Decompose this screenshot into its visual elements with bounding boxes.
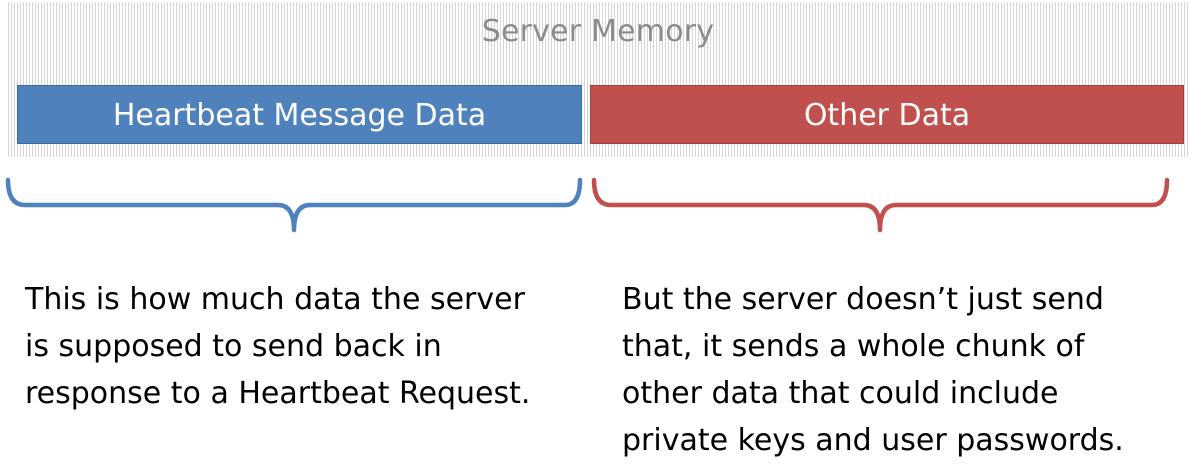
caption-line: response to a Heartbeat Request. xyxy=(25,376,531,411)
heartbeat-brace xyxy=(5,177,583,233)
server-memory-title: Server Memory xyxy=(481,14,715,49)
heartbeat-message-data-block: Heartbeat Message Data xyxy=(17,85,582,144)
caption-line: is supposed to send back in xyxy=(25,329,442,364)
caption-line: This is how much data the server xyxy=(25,282,525,317)
caption-line: other data that could include xyxy=(622,376,1059,411)
other-data-brace xyxy=(591,177,1170,233)
caption-line: But the server doesn’t just send xyxy=(622,282,1104,317)
caption-line: private keys and user passwords. xyxy=(622,423,1124,458)
other-data-block: Other Data xyxy=(590,85,1184,144)
heartbeat-caption: This is how much data the server is supp… xyxy=(25,276,585,417)
caption-line: that, it sends a whole chunk of xyxy=(622,329,1085,364)
other-data-caption: But the server doesn’t just send that, i… xyxy=(622,276,1192,464)
